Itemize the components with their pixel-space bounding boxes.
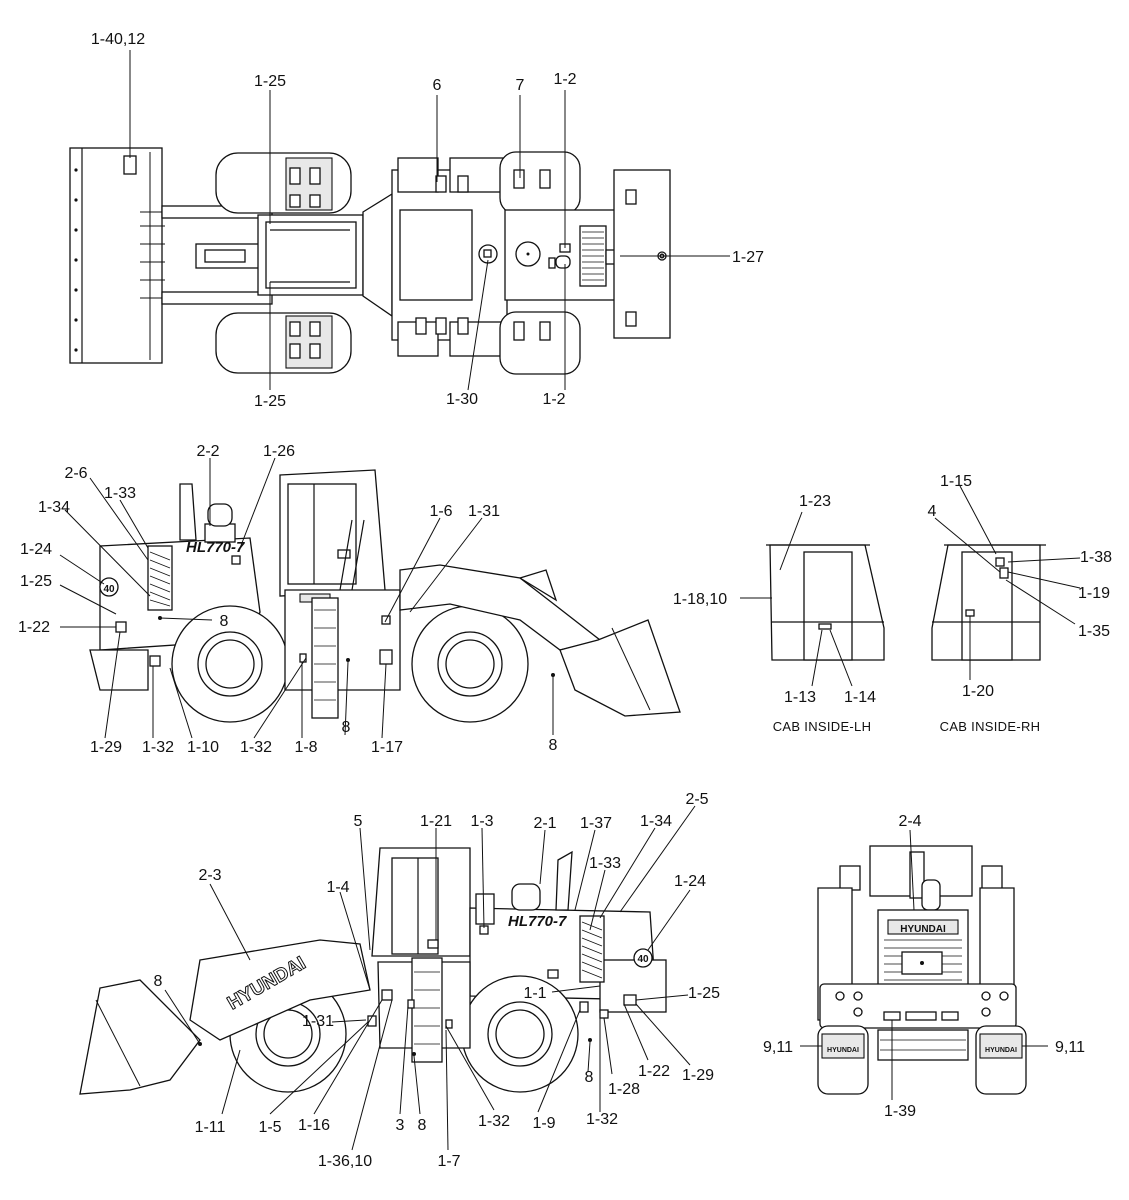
label-5: 5 xyxy=(354,813,363,830)
label-8: 8 xyxy=(549,737,558,754)
label-3: 3 xyxy=(396,1117,405,1134)
cab-inside-lh-view: 1-23 1-18,10 1-13 1-14 CAB INSIDE-LH xyxy=(673,493,885,734)
label-8: 8 xyxy=(220,613,229,630)
label-1-1: 1-1 xyxy=(523,985,546,1002)
label-1-40-12: 1-40,12 xyxy=(91,31,145,48)
label-1-33: 1-33 xyxy=(589,855,621,872)
label-1-26: 1-26 xyxy=(263,443,295,460)
label-1-39: 1-39 xyxy=(884,1103,916,1120)
label-1-32: 1-32 xyxy=(586,1111,618,1128)
label-2-1: 2-1 xyxy=(533,815,556,832)
label-1-29: 1-29 xyxy=(682,1067,714,1084)
label-1-27: 1-27 xyxy=(732,249,764,266)
label-1-25: 1-25 xyxy=(254,73,286,90)
label-1-29: 1-29 xyxy=(90,739,122,756)
model-name-left: HL770-7 xyxy=(186,539,245,556)
label-8: 8 xyxy=(154,973,163,990)
label-2-3: 2-3 xyxy=(198,867,221,884)
label-1-14: 1-14 xyxy=(844,689,876,706)
label-1-31: 1-31 xyxy=(302,1013,334,1030)
label-1-31: 1-31 xyxy=(468,503,500,520)
label-9-11: 9,11 xyxy=(763,1039,793,1056)
label-1-24: 1-24 xyxy=(674,873,706,890)
label-1-32: 1-32 xyxy=(142,739,174,756)
label-1-9: 1-9 xyxy=(532,1115,555,1132)
label-1-28: 1-28 xyxy=(608,1081,640,1098)
label-1-3: 1-3 xyxy=(470,813,493,830)
sticker-40: 40 xyxy=(103,584,115,595)
label-1-10: 1-10 xyxy=(187,739,219,756)
label-1-5: 1-5 xyxy=(258,1119,281,1136)
brand-hyundai-tire-left: HYUNDAI xyxy=(827,1047,859,1054)
right-side-view: HL770-7 40 HYUNDAI xyxy=(79,791,720,1170)
label-1-34: 1-34 xyxy=(38,499,70,516)
label-2-2: 2-2 xyxy=(196,443,219,460)
label-1-21: 1-21 xyxy=(420,813,452,830)
label-9-11: 9,11 xyxy=(1055,1039,1085,1056)
label-1-8: 1-8 xyxy=(294,739,317,756)
sticker-40-right: 40 xyxy=(637,954,649,965)
label-1-34: 1-34 xyxy=(640,813,672,830)
brand-hyundai-rear: HYUNDAI xyxy=(900,924,946,935)
label-1-16: 1-16 xyxy=(298,1117,330,1134)
label-1-2: 1-2 xyxy=(553,71,576,88)
brand-hyundai-tire-right: HYUNDAI xyxy=(985,1047,1017,1054)
label-1-32: 1-32 xyxy=(478,1113,510,1130)
label-4: 4 xyxy=(928,503,937,520)
label-2-4: 2-4 xyxy=(898,813,921,830)
label-1-7: 1-7 xyxy=(437,1153,460,1170)
top-view: 1-40,12 1-25 6 7 1-2 1-27 1-25 1-30 1-2 xyxy=(69,31,764,410)
label-1-11: 1-11 xyxy=(195,1119,226,1136)
label-1-19: 1-19 xyxy=(1078,585,1110,602)
label-1-6: 1-6 xyxy=(429,503,452,520)
label-6: 6 xyxy=(433,77,442,94)
left-side-view: HL770-7 40 xyxy=(18,443,681,756)
label-1-38: 1-38 xyxy=(1080,549,1112,566)
label-8: 8 xyxy=(418,1117,427,1134)
label-2-5: 2-5 xyxy=(685,791,708,808)
label-1-33: 1-33 xyxy=(104,485,136,502)
label-1-22: 1-22 xyxy=(18,619,50,636)
label-1-4: 1-4 xyxy=(326,879,349,896)
label-1-20: 1-20 xyxy=(962,683,994,700)
label-1-23: 1-23 xyxy=(799,493,831,510)
label-1-32: 1-32 xyxy=(240,739,272,756)
label-1-37: 1-37 xyxy=(580,815,612,832)
label-1-25: 1-25 xyxy=(20,573,52,590)
label-1-30: 1-30 xyxy=(446,391,478,408)
label-1-25: 1-25 xyxy=(254,393,286,410)
label-1-17: 1-17 xyxy=(371,739,403,756)
cab-inside-rh-view: 1-15 4 1-38 1-19 1-35 1-20 CAB INSIDE-RH xyxy=(928,473,1113,734)
label-1-18-10: 1-18,10 xyxy=(673,591,727,608)
label-7: 7 xyxy=(516,77,525,94)
label-1-24: 1-24 xyxy=(20,541,52,558)
label-1-22: 1-22 xyxy=(638,1063,670,1080)
label-1-35: 1-35 xyxy=(1078,623,1110,640)
label-1-2: 1-2 xyxy=(542,391,565,408)
caption-cab-inside-lh: CAB INSIDE-LH xyxy=(773,719,872,734)
label-2-6: 2-6 xyxy=(64,465,87,482)
label-8: 8 xyxy=(585,1069,594,1086)
model-name-right: HL770-7 xyxy=(508,913,567,930)
label-1-25: 1-25 xyxy=(688,985,720,1002)
label-8: 8 xyxy=(342,719,351,736)
caption-cab-inside-rh: CAB INSIDE-RH xyxy=(940,719,1041,734)
label-1-13: 1-13 xyxy=(784,689,816,706)
label-1-15: 1-15 xyxy=(940,473,972,490)
rear-view: HYUNDAI HYUNDAI HYUNDAI 2-4 9,11 9,11 1-… xyxy=(763,813,1085,1120)
label-1-36-10: 1-36,10 xyxy=(318,1153,372,1170)
